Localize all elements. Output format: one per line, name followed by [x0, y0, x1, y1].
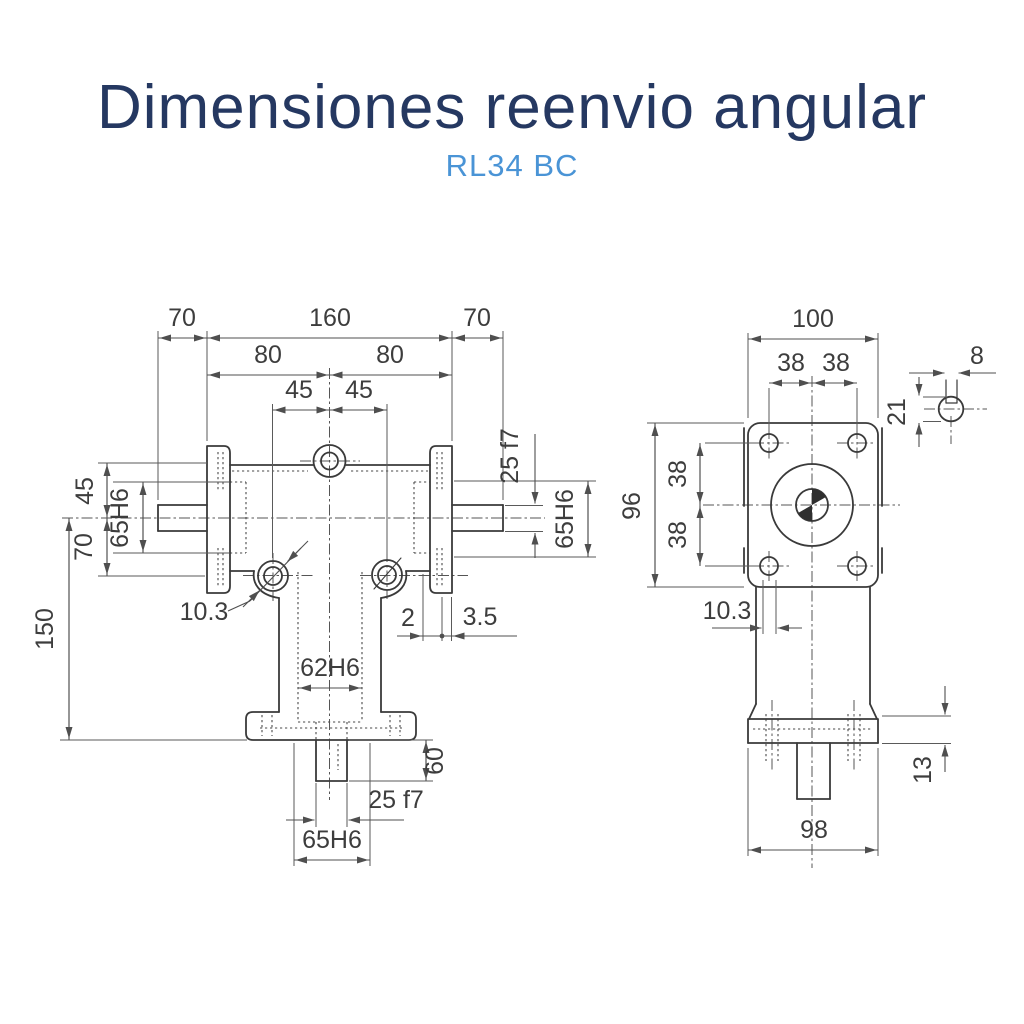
dim-label: 25 f7	[368, 786, 424, 814]
dim-label: 62H6	[300, 654, 360, 682]
dim-label: 38	[822, 349, 850, 377]
dim-label: 25 f7	[496, 428, 524, 484]
dim-label: 150	[31, 608, 59, 650]
front-view: 70 160 70 80 80 45 45 45 70 65H6 150 25 …	[31, 304, 596, 866]
dim-label: 45	[285, 376, 313, 404]
dim-label: 98	[800, 816, 828, 844]
dim-label: 60	[421, 747, 449, 775]
page-title: Dimensiones reenvio angular	[96, 73, 927, 142]
side-hidden-lines	[753, 714, 873, 761]
dim-label: 2	[401, 604, 415, 632]
dim-label: 8	[970, 342, 984, 370]
side-view: 100 38 38 8 21 96 38 38 10.3 13 98	[618, 305, 996, 868]
dim-label: 65H6	[551, 489, 579, 549]
dim-label: 38	[664, 460, 692, 488]
front-centerlines	[62, 368, 545, 800]
dim-label: 10.3	[180, 598, 229, 626]
dim-label: 38	[777, 349, 805, 377]
dim-label: 45	[71, 477, 99, 505]
dim-label: 45	[345, 376, 373, 404]
front-dimensions: 70 160 70 80 80 45 45 45 70 65H6 150 25 …	[31, 304, 596, 866]
dim-label: 38	[664, 521, 692, 549]
dim-label: 160	[309, 304, 351, 332]
dim-label: 10.3	[703, 597, 752, 625]
dim-label: 96	[618, 492, 646, 520]
front-outline	[157, 444, 504, 782]
dim-label: 80	[254, 341, 282, 369]
dim-label: 3.5	[463, 603, 498, 631]
page-subtitle: RL34 BC	[445, 148, 579, 183]
side-outline	[743, 379, 965, 800]
dim-label: 100	[792, 305, 834, 333]
dim-label: 21	[883, 398, 911, 426]
dim-label: 80	[376, 341, 404, 369]
front-hidden-lines	[217, 452, 443, 770]
dim-label: 70	[168, 304, 196, 332]
side-dimensions: 100 38 38 8 21 96 38 38 10.3 13 98	[618, 305, 996, 856]
dim-label: 70	[463, 304, 491, 332]
dim-label: 70	[70, 533, 98, 561]
dim-label: 13	[909, 756, 937, 784]
dim-label: 65H6	[302, 826, 362, 854]
dim-label: 65H6	[106, 488, 134, 548]
